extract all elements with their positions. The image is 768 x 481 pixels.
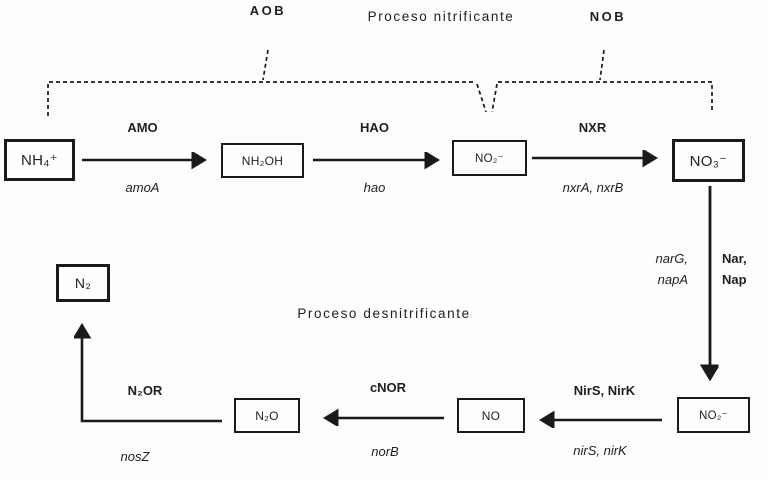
enzyme-cnor: cNOR [369,380,407,395]
gene-nar-line1: narG, [655,251,688,266]
aob-header: AOB [249,3,287,18]
aob-bracket-connector [262,49,269,81]
compound-box-nitrite-top: NO₂⁻ [452,140,527,176]
aob-bracket [47,81,474,116]
nob-header: NOB [589,9,627,24]
enzyme-nar-nap: Nar, Nap [722,248,767,290]
denitrifying-process-title: Proceso desnitrificante [297,306,471,321]
compound-box-dinitrogen: N₂ [56,264,110,302]
compound-box-hydroxylamine: NH₂OH [221,143,304,178]
nob-bracket-connector [599,49,605,81]
compound-box-nitric-oxide: NO [457,398,525,433]
enzyme-nar-line2: Nap [722,272,747,287]
enzyme-nar-line1: Nar, [722,251,747,266]
aob-bracket-right-end [476,83,487,113]
gene-narg-napa: narG, napA [638,248,688,290]
compound-box-ammonium: NH₄⁺ [4,139,75,181]
gene-nxra-nxrb: nxrA, nxrB [562,180,624,195]
gene-amoa: amoA [125,180,160,195]
gene-norb: norB [371,444,399,459]
gene-hao: hao [363,180,386,195]
gene-nar-line2: napA [657,272,688,287]
compound-box-nitrate: NO₃⁻ [672,139,745,182]
enzyme-nxr: NXR [578,120,607,135]
nob-bracket-left-end [491,83,498,113]
gene-nirs-nirk: nirS, nirK [573,443,627,458]
compound-box-nitrous-oxide: N₂O [234,398,300,433]
gene-nosz: nosZ [120,449,150,464]
enzyme-amo: AMO [127,120,158,135]
arrow-n2o-to-n2 [82,327,222,423]
nitrifying-process-title: Proceso nitrificante [367,9,515,24]
enzyme-n2or: N₂OR [127,383,163,398]
enzyme-hao: HAO [360,120,389,135]
compound-box-nitrite-bottom: NO₂⁻ [677,397,750,433]
enzyme-nirs-nirk: NirS, NirK [573,383,636,398]
nob-bracket [498,81,713,110]
